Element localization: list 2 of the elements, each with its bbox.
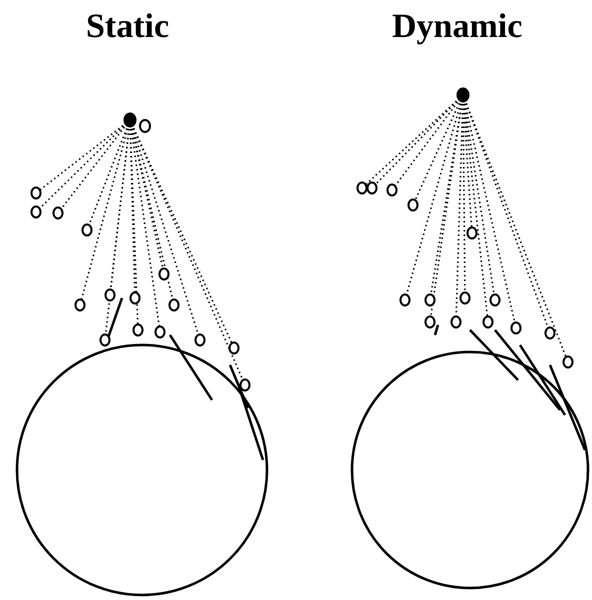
panel-heading: Static xyxy=(86,8,170,46)
panel-heading: Dynamic xyxy=(392,8,522,46)
